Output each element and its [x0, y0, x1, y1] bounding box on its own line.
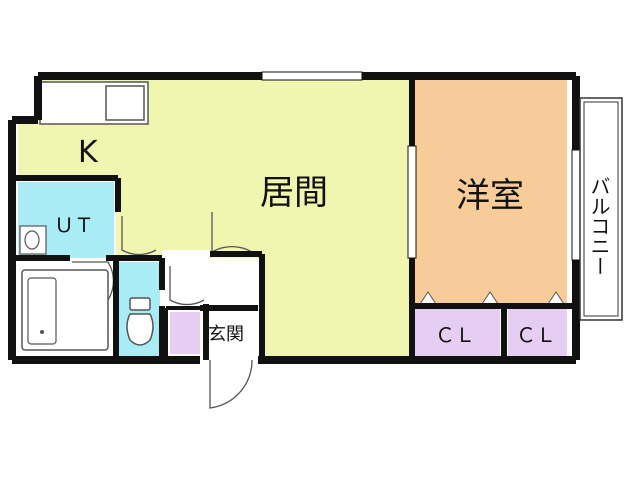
shoe-closet-area — [170, 312, 200, 354]
washbasin-icon — [19, 225, 47, 255]
door-swing-toilet-icon — [169, 266, 205, 306]
bathtub-icon — [21, 269, 109, 351]
western-room-label: 洋室 — [456, 176, 524, 216]
balcony-label: バルコニー — [587, 176, 611, 276]
sink-icon — [105, 85, 145, 121]
living-kitchen-area — [18, 78, 412, 356]
utility-label: ＵＴ — [54, 213, 94, 237]
living-room-label: 居間 — [260, 173, 328, 213]
window-balcony-side — [571, 149, 581, 261]
front-door-swing-icon — [209, 359, 253, 409]
western-room-area — [412, 78, 567, 306]
kitchen-label: K — [78, 135, 99, 170]
balcony-railing-inner — [583, 101, 619, 317]
washbasin-bowl-icon — [24, 230, 40, 250]
drain-icon — [40, 330, 44, 334]
window-top — [261, 71, 363, 81]
entrance-area — [206, 308, 260, 354]
closet-2-label: ＣＬ — [516, 323, 556, 347]
closet-1-area — [414, 308, 500, 356]
bathtub-inner-icon — [27, 277, 57, 345]
window-west-room — [407, 145, 417, 259]
entrance-label: 玄関 — [208, 324, 244, 345]
toilet-tank-icon — [129, 297, 151, 311]
door-swing-utility-icon — [121, 216, 157, 256]
toilet-icon — [126, 313, 154, 346]
balcony-railing — [579, 97, 623, 321]
closet-1-label: ＣＬ — [435, 323, 475, 347]
walls — [8, 72, 580, 364]
closet-2-area — [508, 308, 567, 356]
